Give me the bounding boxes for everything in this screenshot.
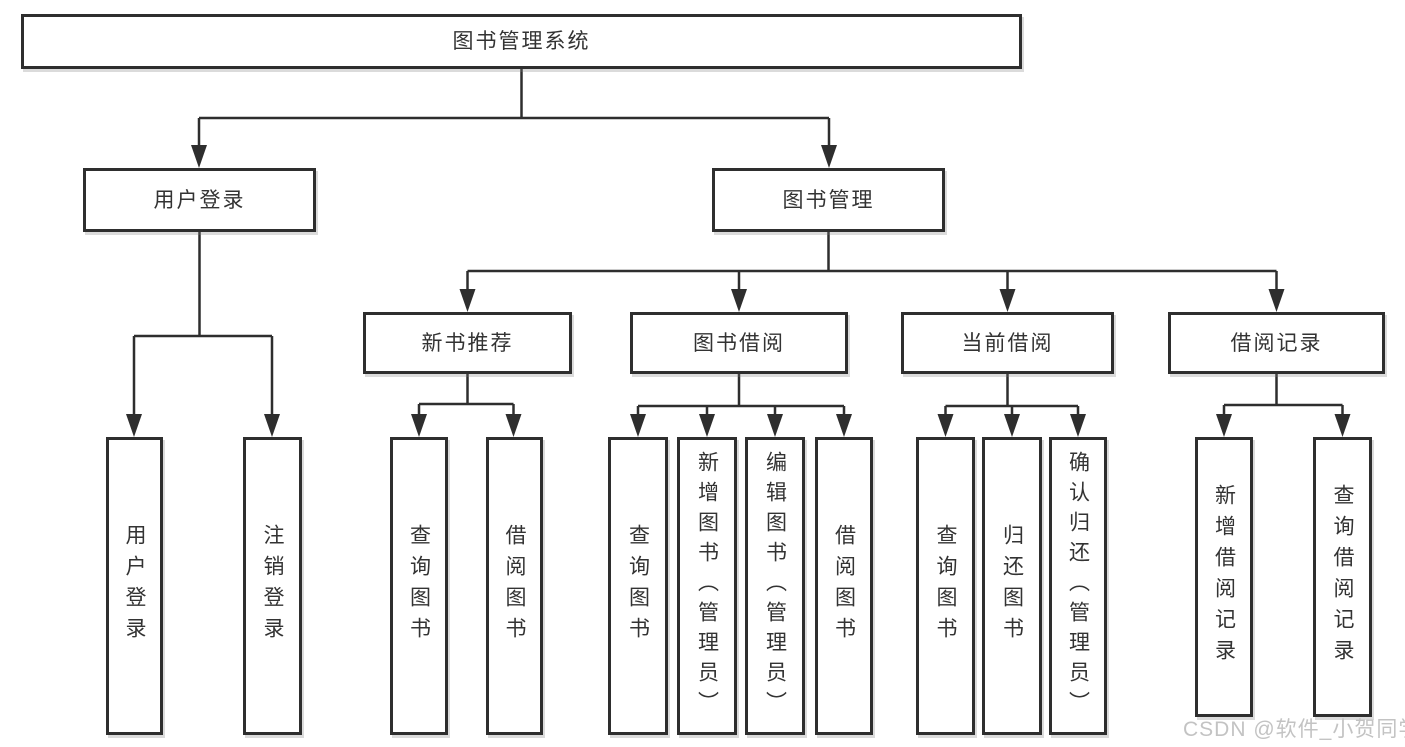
arrowhead-down: [459, 289, 476, 312]
node-leaf-bb-add-books-admin: 新增图书（管理员）: [677, 437, 737, 735]
arrowhead-down: [836, 414, 852, 437]
connector-line: [636, 374, 846, 421]
connector-line: [197, 69, 831, 152]
connector-line: [132, 232, 274, 420]
connector-book-management-to-children: [459, 232, 1285, 312]
connector-line: [466, 232, 1278, 296]
node-leaf-cb-query-books-label: 查询图书: [934, 524, 957, 648]
arrowhead-down: [411, 414, 427, 437]
arrowhead-down: [1004, 414, 1020, 437]
arrowhead-down: [1216, 414, 1232, 437]
node-leaf-user-login-label: 用户登录: [123, 524, 146, 648]
node-leaf-logout-label: 注销登录: [261, 524, 284, 648]
arrowhead-down: [731, 289, 747, 312]
node-leaf-nb-query-books: 查询图书: [390, 437, 448, 735]
node-leaf-br-query-record-label: 查询借阅记录: [1331, 484, 1354, 670]
arrowhead-down: [1334, 414, 1351, 437]
node-borrowing-records: 借阅记录: [1168, 312, 1385, 374]
arrowhead-down: [630, 414, 646, 437]
arrowhead-down: [191, 145, 207, 168]
node-user-login: 用户登录: [83, 168, 316, 232]
node-leaf-logout: 注销登录: [243, 437, 302, 735]
connector-borrowing-records-to-children: [1216, 374, 1351, 437]
arrowhead-down: [1268, 289, 1285, 312]
node-current-borrowing-label: 当前借阅: [961, 331, 1054, 355]
connector-new-book-to-children: [411, 374, 522, 437]
connector-book-borrowing-to-children: [630, 374, 852, 437]
arrowhead-down: [937, 414, 954, 437]
node-leaf-bb-query-books: 查询图书: [608, 437, 668, 735]
node-leaf-nb-query-books-label: 查询图书: [407, 524, 431, 648]
node-leaf-bb-borrow-books-label: 借阅图书: [832, 524, 856, 648]
node-leaf-bb-borrow-books: 借阅图书: [815, 437, 873, 735]
node-borrowing-records-label: 借阅记录: [1230, 331, 1323, 355]
node-leaf-br-query-record: 查询借阅记录: [1313, 437, 1372, 717]
arrowhead-down: [1070, 414, 1086, 437]
arrowhead-down: [699, 414, 715, 437]
node-leaf-cb-return-books-label: 归还图书: [1000, 524, 1024, 648]
connector-line: [944, 374, 1080, 421]
connector-line: [1222, 374, 1344, 421]
node-current-borrowing: 当前借阅: [901, 312, 1114, 374]
connector-root-to-children: [191, 69, 837, 168]
node-user-login-label: 用户登录: [153, 188, 246, 212]
arrowhead-down: [821, 145, 837, 168]
node-book-management-label: 图书管理: [782, 188, 875, 212]
node-leaf-br-add-record: 新增借阅记录: [1195, 437, 1253, 717]
arrowhead-down: [264, 414, 280, 437]
node-leaf-bb-query-books-label: 查询图书: [626, 524, 650, 648]
node-leaf-cb-query-books: 查询图书: [916, 437, 975, 735]
node-leaf-bb-add-books-admin-label: 新增图书（管理员）: [695, 451, 719, 721]
node-book-borrowing: 图书借阅: [630, 312, 848, 374]
node-leaf-nb-borrow-books: 借阅图书: [486, 437, 543, 735]
node-leaf-cb-confirm-return-admin-label: 确认归还（管理员）: [1066, 451, 1090, 721]
arrowhead-down: [767, 414, 783, 437]
node-leaf-bb-edit-books-admin-label: 编辑图书（管理员）: [763, 451, 787, 721]
connector-line: [417, 374, 515, 421]
node-new-book-recommend-label: 新书推荐: [421, 331, 514, 355]
node-leaf-nb-borrow-books-label: 借阅图书: [503, 524, 526, 648]
arrowhead-down: [999, 289, 1016, 312]
node-leaf-cb-confirm-return-admin: 确认归还（管理员）: [1049, 437, 1107, 735]
node-root-label: 图书管理系统: [452, 30, 591, 53]
node-leaf-cb-return-books: 归还图书: [982, 437, 1042, 735]
connector-current-borrowing-to-children: [937, 374, 1086, 437]
node-new-book-recommend: 新书推荐: [363, 312, 572, 374]
node-leaf-bb-edit-books-admin: 编辑图书（管理员）: [745, 437, 805, 735]
node-leaf-user-login: 用户登录: [106, 437, 163, 735]
node-book-management: 图书管理: [712, 168, 945, 232]
arrowhead-down: [126, 414, 142, 437]
node-root-library-system: 图书管理系统: [21, 14, 1022, 69]
csdn-watermark: CSDN @软件_小贺同学: [1183, 718, 1405, 741]
arrowhead-down: [505, 414, 522, 437]
connector-user-login-to-children: [126, 232, 280, 437]
node-book-borrowing-label: 图书借阅: [693, 331, 785, 355]
node-leaf-br-add-record-label: 新增借阅记录: [1212, 484, 1236, 670]
